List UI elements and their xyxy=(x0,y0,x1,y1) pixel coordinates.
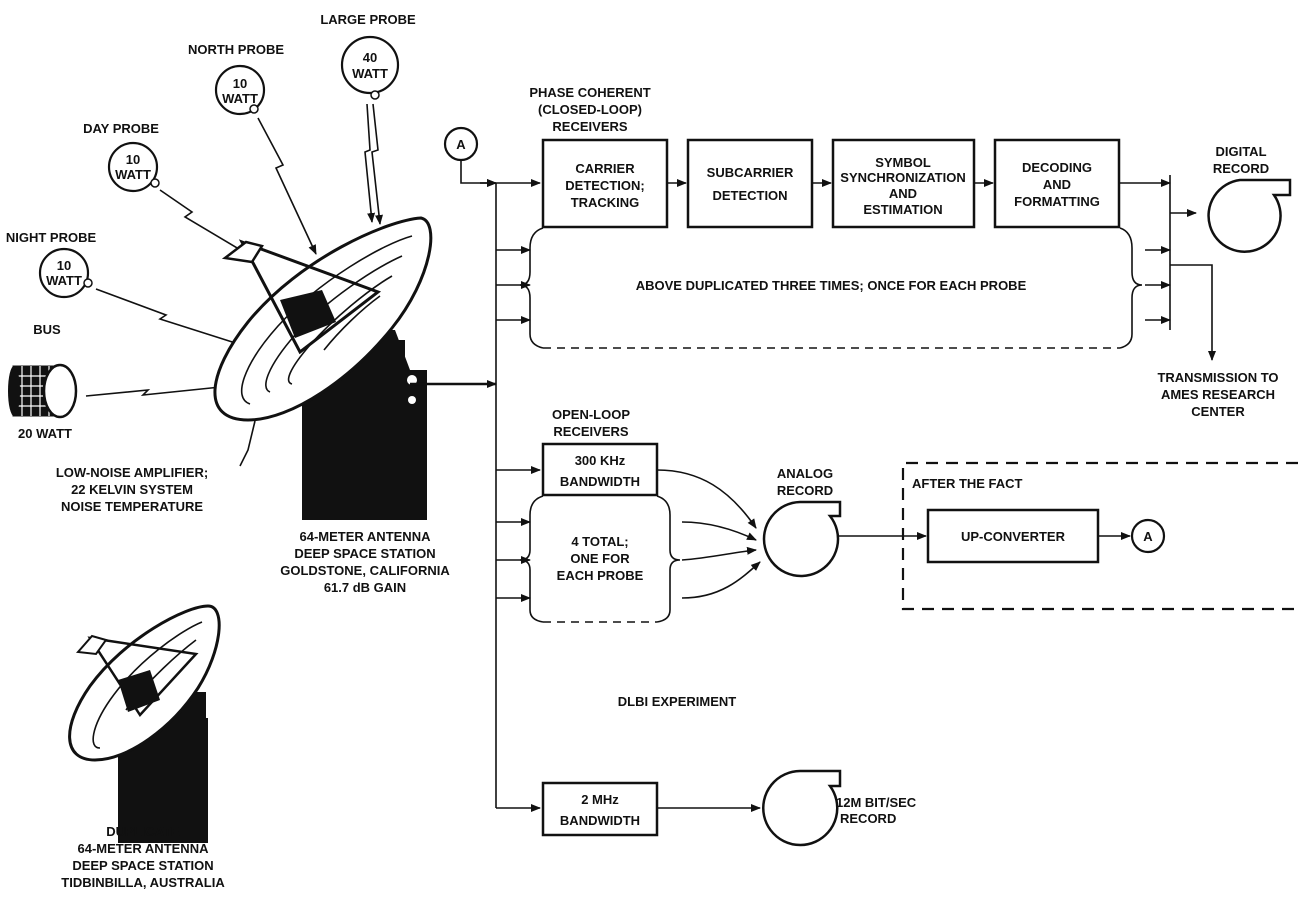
svg-text:(CLOSED-LOOP): (CLOSED-LOOP) xyxy=(538,102,642,117)
dlbi-record: 12M BIT/SEC RECORD xyxy=(762,769,917,847)
tidbinbilla-antenna xyxy=(68,604,221,843)
svg-text:CENTER: CENTER xyxy=(1191,404,1245,419)
bus-label: BUS xyxy=(33,322,61,337)
svg-text:PHASE COHERENT: PHASE COHERENT xyxy=(529,85,650,100)
subcarrier-detection-box: SUBCARRIER DETECTION xyxy=(686,138,814,229)
lna-label: LOW-NOISE AMPLIFIER; 22 KELVIN SYSTEM NO… xyxy=(56,465,208,514)
after-the-fact-label: AFTER THE FACT xyxy=(912,476,1023,491)
large-probe-unit: WATT xyxy=(352,66,388,81)
svg-text:AND: AND xyxy=(1043,177,1071,192)
svg-text:DETECTION: DETECTION xyxy=(712,188,787,203)
svg-text:TRANSMISSION TO: TRANSMISSION TO xyxy=(1157,370,1278,385)
after-the-fact-region: AFTER THE FACT xyxy=(901,461,1298,611)
symbol-sync-box: SYMBOL SYNCHRONIZATION AND ESTIMATION xyxy=(831,138,976,229)
open-loop-300khz-box: 300 KHz BANDWIDTH xyxy=(541,442,659,497)
dlbi-box: 2 MHz BANDWIDTH xyxy=(541,781,659,837)
svg-text:AND: AND xyxy=(889,186,917,201)
duplicated-note: ABOVE DUPLICATED THREE TIMES; ONCE FOR E… xyxy=(636,278,1027,293)
svg-text:CARRIER: CARRIER xyxy=(575,161,635,176)
duplicated-bracket: ABOVE DUPLICATED THREE TIMES; ONCE FOR E… xyxy=(519,227,1143,349)
svg-text:DEEP SPACE STATION: DEEP SPACE STATION xyxy=(294,546,435,561)
upconverter-box: UP-CONVERTER xyxy=(926,508,1100,564)
svg-text:DEEP SPACE STATION: DEEP SPACE STATION xyxy=(72,858,213,873)
svg-text:2 MHz: 2 MHz xyxy=(581,792,619,807)
svg-text:4 TOTAL;: 4 TOTAL; xyxy=(571,534,628,549)
analog-record: ANALOG RECORD xyxy=(762,466,842,578)
svg-text:DETECTION;: DETECTION; xyxy=(565,178,644,193)
probe-signals xyxy=(85,103,383,397)
svg-text:64-METER ANTENNA: 64-METER ANTENNA xyxy=(78,841,210,856)
svg-text:A: A xyxy=(456,137,466,152)
north-probe-unit: WATT xyxy=(222,91,258,106)
day-probe: DAY PROBE 10 WATT xyxy=(83,121,160,193)
svg-text:LOW-NOISE AMPLIFIER;: LOW-NOISE AMPLIFIER; xyxy=(56,465,208,480)
svg-text:SYNCHRONIZATION: SYNCHRONIZATION xyxy=(840,170,965,185)
svg-text:64-METER ANTENNA: 64-METER ANTENNA xyxy=(300,529,432,544)
connector-a-bottom: A xyxy=(1130,518,1166,554)
decoding-box: DECODING AND FORMATTING xyxy=(993,138,1121,229)
svg-text:A: A xyxy=(1143,529,1153,544)
svg-text:RECEIVERS: RECEIVERS xyxy=(553,424,628,439)
tidbinbilla-caption: DUPLICATE 64-METER ANTENNA DEEP SPACE ST… xyxy=(61,824,225,890)
svg-text:BANDWIDTH: BANDWIDTH xyxy=(560,813,640,828)
bus-spacecraft: BUS 20 WATT xyxy=(8,322,78,441)
transmission-ames: TRANSMISSION TO AMES RESEARCH CENTER xyxy=(1157,370,1278,419)
svg-text:22 KELVIN SYSTEM: 22 KELVIN SYSTEM xyxy=(71,482,193,497)
svg-text:FORMATTING: FORMATTING xyxy=(1014,194,1100,209)
night-probe: NIGHT PROBE 10 WATT xyxy=(6,230,97,299)
carrier-detection-box: CARRIER DETECTION; TRACKING xyxy=(541,138,669,229)
bus-branch-arrows xyxy=(480,179,541,812)
day-probe-power: 10 xyxy=(126,152,140,167)
digital-record: DIGITAL RECORD xyxy=(1207,144,1292,253)
dlbi-title: DLBI EXPERIMENT xyxy=(618,694,737,709)
svg-text:DUPLICATE: DUPLICATE xyxy=(106,824,180,839)
svg-text:ESTIMATION: ESTIMATION xyxy=(863,202,942,217)
svg-text:12M BIT/SEC: 12M BIT/SEC xyxy=(836,795,917,810)
closed-loop-title: PHASE COHERENT (CLOSED-LOOP) RECEIVERS xyxy=(529,85,650,134)
svg-text:TIDBINBILLA, AUSTRALIA: TIDBINBILLA, AUSTRALIA xyxy=(61,875,225,890)
night-probe-power: 10 xyxy=(57,258,71,273)
svg-text:GOLDSTONE, CALIFORNIA: GOLDSTONE, CALIFORNIA xyxy=(280,563,450,578)
large-probe-power: 40 xyxy=(363,50,377,65)
svg-text:SYMBOL: SYMBOL xyxy=(875,155,931,170)
svg-text:DECODING: DECODING xyxy=(1022,160,1092,175)
open-loop-title: OPEN-LOOP RECEIVERS xyxy=(552,407,630,439)
open-loop-to-analog xyxy=(656,469,761,599)
svg-text:ANALOG: ANALOG xyxy=(777,466,833,481)
svg-text:RECORD: RECORD xyxy=(840,811,896,826)
svg-text:DIGITAL: DIGITAL xyxy=(1215,144,1266,159)
bus-power: 20 WATT xyxy=(18,426,72,441)
svg-text:RECEIVERS: RECEIVERS xyxy=(552,119,627,134)
closed-loop-outputs xyxy=(1119,175,1216,361)
goldstone-antenna xyxy=(213,216,433,520)
svg-text:SUBCARRIER: SUBCARRIER xyxy=(707,165,794,180)
connector-a-top: A xyxy=(443,126,541,187)
open-loop-dup-bracket: 4 TOTAL; ONE FOR EACH PROBE xyxy=(519,495,681,623)
svg-text:EACH PROBE: EACH PROBE xyxy=(557,568,644,583)
lna-leader xyxy=(239,420,256,467)
svg-text:UP-CONVERTER: UP-CONVERTER xyxy=(961,529,1066,544)
svg-text:OPEN-LOOP: OPEN-LOOP xyxy=(552,407,630,422)
svg-text:TRACKING: TRACKING xyxy=(571,195,640,210)
svg-text:RECORD: RECORD xyxy=(1213,161,1269,176)
goldstone-caption: 64-METER ANTENNA DEEP SPACE STATION GOLD… xyxy=(280,529,450,595)
day-probe-unit: WATT xyxy=(115,167,151,182)
north-probe: NORTH PROBE 10 WATT xyxy=(188,42,284,116)
svg-text:NOISE TEMPERATURE: NOISE TEMPERATURE xyxy=(61,499,203,514)
night-probe-unit: WATT xyxy=(46,273,82,288)
svg-text:AMES RESEARCH: AMES RESEARCH xyxy=(1161,387,1275,402)
svg-text:300 KHz: 300 KHz xyxy=(575,453,626,468)
svg-text:RECORD: RECORD xyxy=(777,483,833,498)
north-probe-power: 10 xyxy=(233,76,247,91)
large-probe-label: LARGE PROBE xyxy=(320,12,416,27)
svg-text:BANDWIDTH: BANDWIDTH xyxy=(560,474,640,489)
svg-text:ONE FOR: ONE FOR xyxy=(570,551,630,566)
large-probe: LARGE PROBE 40 WATT xyxy=(320,12,416,100)
day-probe-label: DAY PROBE xyxy=(83,121,159,136)
north-probe-label: NORTH PROBE xyxy=(188,42,284,57)
night-probe-label: NIGHT PROBE xyxy=(6,230,97,245)
svg-text:61.7 dB GAIN: 61.7 dB GAIN xyxy=(324,580,406,595)
